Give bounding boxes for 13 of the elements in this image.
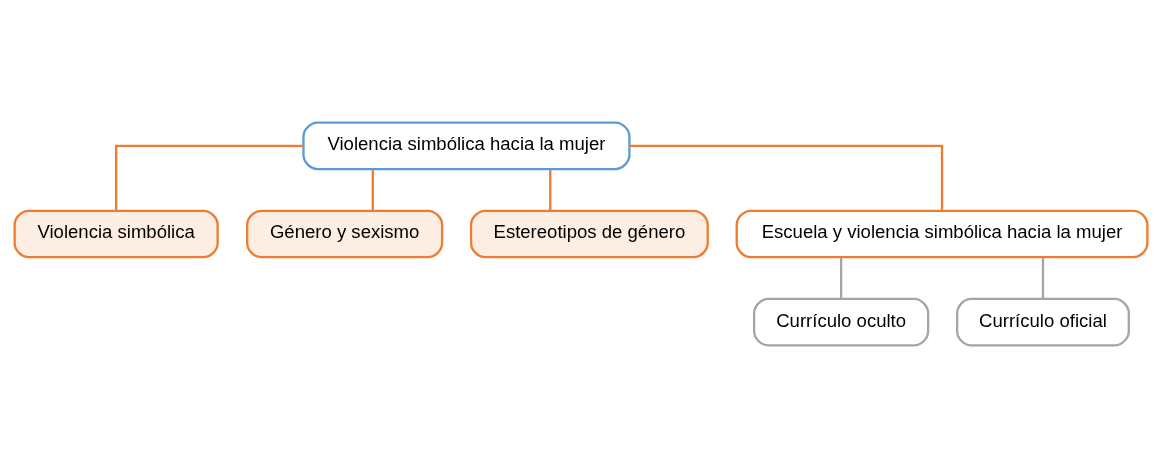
node-box: Estereotipos de género [469,209,709,258]
connector [839,257,843,299]
node-box: Escuela y violencia simbólica hacia la mujer [735,209,1149,258]
connector [371,168,374,211]
node-box: Violencia simbólica hacia la mujer [302,121,631,170]
connector [629,144,944,210]
node-box: Currículo oficial [955,297,1130,347]
node-box: Violencia simbólica [13,209,219,258]
node-box: Currículo oculto [752,297,930,347]
connector [1041,257,1045,299]
connector [114,144,304,210]
node-box: Género y sexismo [246,209,444,258]
connector [549,168,552,211]
